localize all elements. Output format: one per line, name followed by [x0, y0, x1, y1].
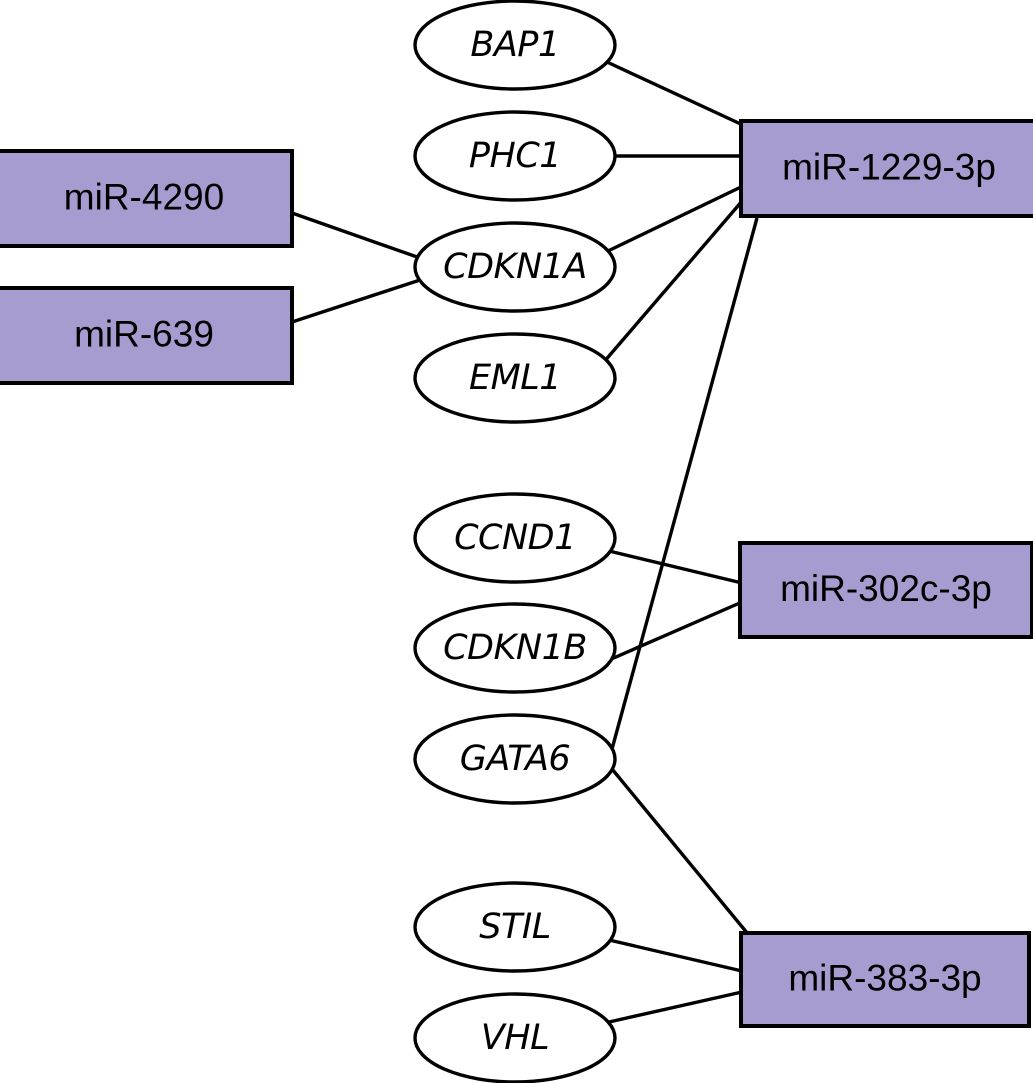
gene-ellipse-stil[interactable]: [413, 881, 617, 973]
gene-node-vhl[interactable]: VHL: [413, 992, 617, 1083]
gene-label-bap1: BAP1: [470, 25, 559, 65]
edge-mir-639-to-cdkn1a: [291, 278, 421, 324]
gene-node-eml1[interactable]: EML1: [413, 332, 617, 424]
edge-mir-4290-to-cdkn1a: [291, 211, 421, 260]
edge-eml1-to-mir-1229-3p: [601, 198, 745, 365]
gene-node-bap1[interactable]: BAP1: [413, 0, 617, 91]
mirna-label-mir-383-3p: miR-383-3p: [788, 957, 981, 998]
gene-ellipse-vhl[interactable]: [413, 992, 617, 1083]
gene-node-cdkn1a[interactable]: CDKN1A: [413, 221, 617, 313]
gene-ellipse-ccnd1[interactable]: [413, 492, 617, 584]
gene-ellipse-eml1[interactable]: [413, 332, 617, 424]
mirna-label-mir-4290: miR-4290: [64, 176, 224, 217]
edge-ccnd1-to-mir-302c-3p: [608, 549, 743, 585]
edge-vhl-to-mir-383-3p: [608, 990, 743, 1024]
mirna-node-mir-302c-3p[interactable]: miR-302c-3p: [738, 541, 1033, 639]
edge-stil-to-mir-383-3p: [608, 938, 743, 973]
mirna-label-mir-302c-3p: miR-302c-3p: [780, 568, 992, 609]
mirna-node-mir-1229-3p[interactable]: miR-1229-3p: [739, 119, 1033, 218]
gene-ellipse-bap1[interactable]: [413, 0, 617, 91]
gene-ellipse-cdkn1b[interactable]: [413, 602, 617, 694]
gene-label-ccnd1: CCND1: [454, 518, 576, 558]
gene-node-phc1[interactable]: PHC1: [413, 110, 617, 202]
mirna-node-mir-383-3p[interactable]: miR-383-3p: [739, 931, 1031, 1028]
edge-gata6-to-mir-383-3p: [610, 767, 750, 936]
gene-node-stil[interactable]: STIL: [413, 881, 617, 973]
gene-label-gata6: GATA6: [460, 739, 570, 779]
gene-label-cdkn1b: CDKN1B: [443, 628, 587, 668]
mirna-label-mir-1229-3p: miR-1229-3p: [782, 146, 996, 187]
mirna-box-mir-383-3p[interactable]: [739, 931, 1031, 1028]
mirna-box-mir-639[interactable]: [0, 286, 294, 385]
gene-node-gata6[interactable]: GATA6: [413, 713, 617, 805]
gene-ellipse-cdkn1a[interactable]: [413, 221, 617, 313]
gene-label-vhl: VHL: [481, 1018, 549, 1058]
edges-layer: [291, 60, 759, 1024]
mirna-box-mir-302c-3p[interactable]: [738, 541, 1033, 639]
mirna-node-mir-4290[interactable]: miR-4290: [0, 149, 294, 248]
edge-cdkn1a-to-mir-1229-3p: [607, 184, 744, 253]
gene-ellipse-gata6[interactable]: [413, 713, 617, 805]
edge-cdkn1b-to-mir-302c-3p: [608, 600, 743, 662]
mirna-label-mir-639: miR-639: [74, 313, 214, 354]
mirna-box-mir-1229-3p[interactable]: [739, 119, 1033, 218]
gene-label-phc1: PHC1: [469, 136, 561, 176]
mirna-node-mir-639[interactable]: miR-639: [0, 286, 294, 385]
edge-gata6-to-mir-1229-3p: [610, 217, 759, 750]
edge-bap1-to-mir-1229-3p: [606, 60, 746, 128]
gene-node-ccnd1[interactable]: CCND1: [413, 492, 617, 584]
mirna-nodes-layer: miR-4290 miR-639 miR-1229-3p miR-302c-3p miR…: [0, 119, 1033, 1028]
gene-label-stil: STIL: [479, 907, 550, 947]
gene-label-eml1: EML1: [469, 358, 561, 398]
gene-label-cdkn1a: CDKN1A: [443, 247, 587, 287]
gene-ellipse-phc1[interactable]: [413, 110, 617, 202]
mirna-box-mir-4290[interactable]: [0, 149, 294, 248]
gene-node-cdkn1b[interactable]: CDKN1B: [413, 602, 617, 694]
